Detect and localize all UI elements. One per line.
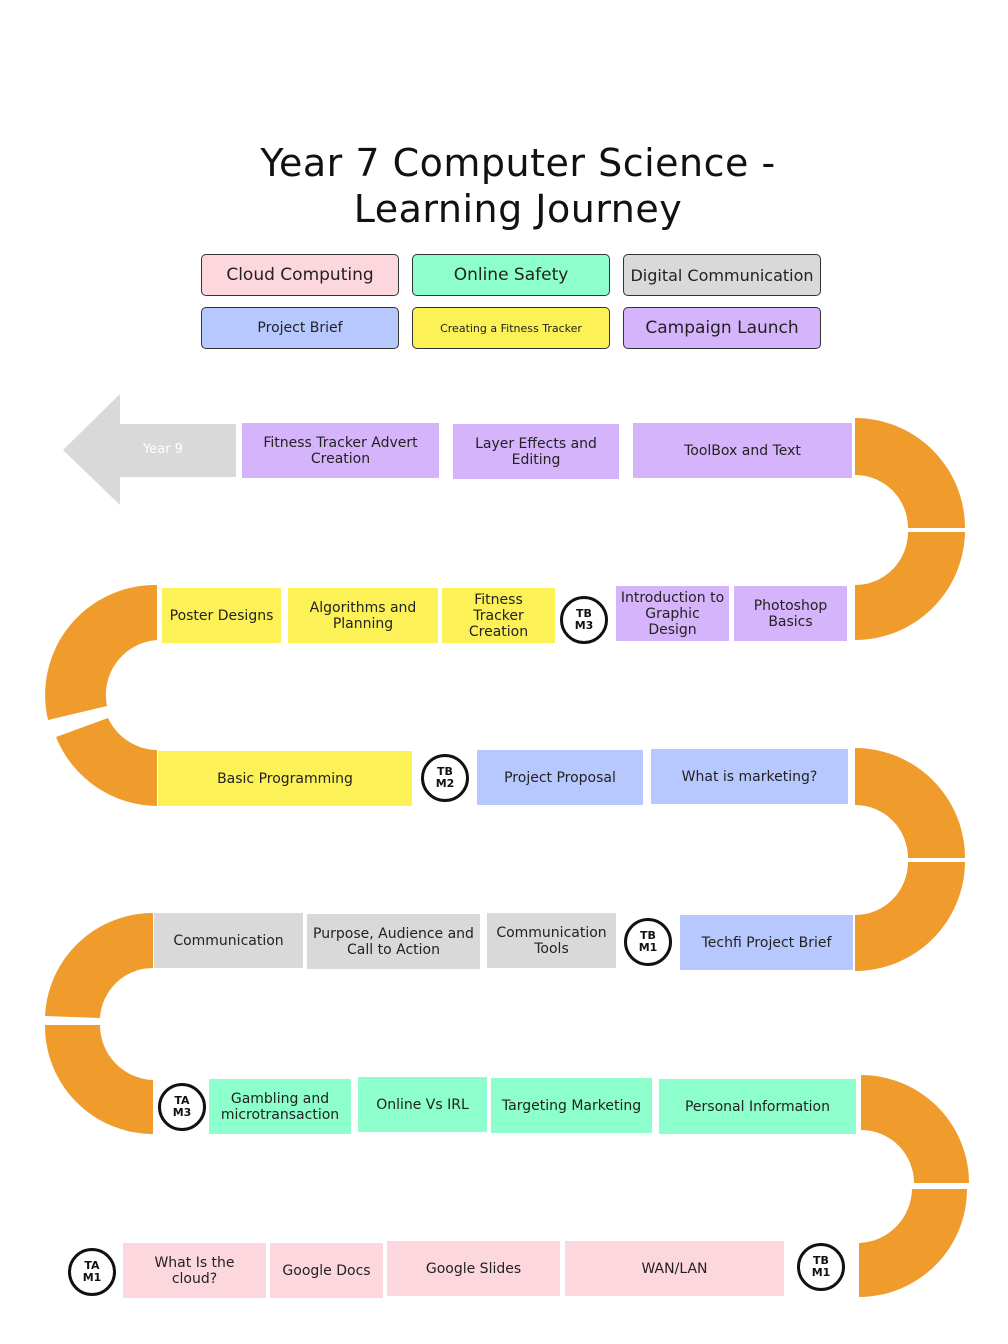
techfi-project-brief: Techfi Project Brief bbox=[680, 915, 853, 970]
right-bend-2 bbox=[855, 748, 965, 971]
gambling-and-microtransaction: Gambling and microtransaction bbox=[209, 1079, 351, 1134]
page-title: Year 7 Computer Science - Learning Journ… bbox=[230, 140, 806, 232]
targeting-marketing: Targeting Marketing bbox=[491, 1078, 652, 1133]
legend-digital-communication: Digital Communication bbox=[623, 254, 821, 296]
wan-lan: WAN/LAN bbox=[565, 1241, 784, 1296]
what-is-the-cloud: What Is the cloud? bbox=[123, 1243, 266, 1298]
introduction-to-graphic-design: Introduction to Graphic Design bbox=[616, 586, 729, 641]
tb-m1-badge-row6: TB M1 bbox=[797, 1243, 845, 1291]
project-proposal: Project Proposal bbox=[477, 750, 643, 805]
photoshop-basics: Photoshop Basics bbox=[734, 586, 847, 641]
google-slides: Google Slides bbox=[387, 1241, 560, 1296]
fitness-tracker-advert-creation: Fitness Tracker Advert Creation bbox=[242, 423, 439, 478]
title-line-1: Year 7 Computer Science - bbox=[260, 141, 776, 185]
purpose-audience-call-to-action: Purpose, Audience and Call to Action bbox=[307, 914, 480, 969]
basic-programming: Basic Programming bbox=[158, 751, 412, 806]
title-line-2: Learning Journey bbox=[353, 187, 683, 231]
layer-effects-editing: Layer Effects and Editing bbox=[453, 424, 619, 479]
fitness-tracker-creation: Fitness Tracker Creation bbox=[442, 588, 555, 643]
left-bend-2 bbox=[44, 912, 153, 1134]
what-is-marketing: What is marketing? bbox=[651, 749, 848, 804]
right-bend-3 bbox=[859, 1075, 969, 1297]
communication: Communication bbox=[154, 913, 303, 968]
ta-m1-badge: TA M1 bbox=[68, 1248, 116, 1296]
year-9-label: Year 9 bbox=[143, 442, 183, 457]
toolbox-and-text: ToolBox and Text bbox=[633, 423, 852, 478]
online-vs-irl: Online Vs IRL bbox=[358, 1077, 487, 1132]
legend-online-safety: Online Safety bbox=[412, 254, 610, 296]
tb-m3-badge: TB M3 bbox=[560, 596, 608, 644]
personal-information: Personal Information bbox=[659, 1079, 856, 1134]
legend-campaign-launch: Campaign Launch bbox=[623, 307, 821, 349]
algorithms-and-planning: Algorithms and Planning bbox=[288, 588, 438, 643]
year-9-arrow bbox=[63, 394, 236, 505]
right-bend-1 bbox=[855, 418, 965, 641]
tb-m1-badge-row4: TB M1 bbox=[624, 918, 672, 966]
left-bend-1 bbox=[45, 584, 157, 806]
legend-project-brief: Project Brief bbox=[201, 307, 399, 349]
legend-fitness-tracker: Creating a Fitness Tracker bbox=[412, 307, 610, 349]
google-docs: Google Docs bbox=[270, 1243, 383, 1298]
ta-m3-badge: TA M3 bbox=[158, 1083, 206, 1131]
communication-tools: Communication Tools bbox=[487, 913, 616, 968]
tb-m2-badge: TB M2 bbox=[421, 754, 469, 802]
poster-designs: Poster Designs bbox=[162, 588, 281, 643]
legend-cloud-computing: Cloud Computing bbox=[201, 254, 399, 296]
